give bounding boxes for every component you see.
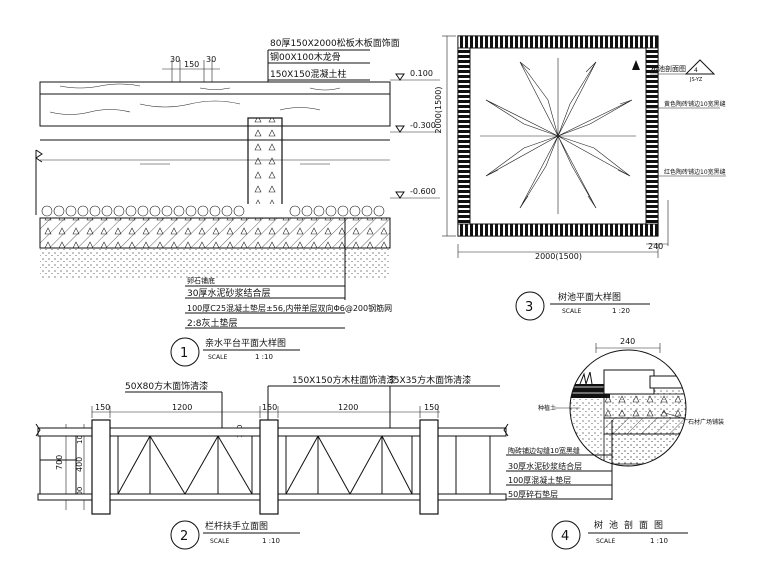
d2-dim-left-2: 100 xyxy=(76,487,84,500)
d1-level-2: -0.300 xyxy=(410,121,436,130)
section-marker-icon xyxy=(684,59,716,75)
d4-dim-top: 240 xyxy=(620,337,635,346)
detail-4-tree-pit-section: 240 种植土 石材广场铺装 陶砖铺边勾缝10宽黑缝 30厚水泥砂浆结合层 10… xyxy=(506,337,724,550)
d2-callout-1: 50X80方木面饰清漆 xyxy=(125,380,208,392)
detail-2-railing-elevation: 50X80方木面饰清漆 150X150方木柱面饰清漆 35X35方木面饰清漆 1… xyxy=(35,374,509,550)
d3-scale-label: SCALE xyxy=(562,308,581,315)
d3-number: 3 xyxy=(525,300,533,315)
d1-dim-2: 150 xyxy=(184,60,199,69)
d2-callout-2: 150X150方木柱面饰清漆 xyxy=(292,374,396,386)
d2-dim-top-3: 150 xyxy=(262,403,277,412)
d3-marker-bottom: JS-YZ xyxy=(689,77,703,83)
d3-title: 树池平面大样图 xyxy=(558,291,621,303)
d1-dim-3: 30 xyxy=(206,55,216,64)
d2-number: 2 xyxy=(180,529,188,544)
d4-label-soil: 种植土 xyxy=(538,404,556,412)
d4-layer-1: 陶砖铺边勾缝10宽黑缝 xyxy=(508,446,580,455)
d2-scale-label: SCALE xyxy=(210,538,229,545)
d2-dim-left-3: 400 xyxy=(75,457,84,472)
d1-levels: 0.100 -0.300 -0.600 xyxy=(390,69,440,199)
d1-layer-2: 30厚水泥砂浆结合层 xyxy=(187,287,270,299)
d1-number-circle xyxy=(170,337,200,367)
d1-dim-1: 30 xyxy=(170,55,180,64)
d1-callout-1: 80厚150X2000松板木板面饰面 xyxy=(270,37,400,49)
d3-scale-value: 1 :20 xyxy=(612,307,630,315)
d4-scale-value: 1 :10 xyxy=(650,537,668,545)
d3-number-circle xyxy=(515,291,545,321)
d4-label-paving: 石材广场铺装 xyxy=(688,418,724,426)
d2-callout-3: 35X35方木面饰清漆 xyxy=(388,374,471,386)
d4-layer-3: 100厚混凝土垫层 xyxy=(508,475,571,485)
detail-1-deck-section: 80厚150X2000松板木板面饰面 钢00X100木龙骨 150X150混凝土… xyxy=(35,37,440,367)
d2-dim-top-1: 150 xyxy=(95,403,110,412)
d2-dim-top-5: 150 xyxy=(424,403,439,412)
tree-canopy-icon xyxy=(480,58,636,214)
d3-label-red: 红色陶砖铺边10宽黑缝 xyxy=(664,168,726,176)
d2-dim-left-1: 700 xyxy=(55,455,64,470)
north-arrow-icon xyxy=(632,60,640,70)
d1-number: 1 xyxy=(180,346,188,361)
d1-layer-4: 2:8灰土垫层 xyxy=(187,317,238,329)
d4-title: 树池剖面图 xyxy=(594,519,669,531)
d1-layer-1: 卵石铺底 xyxy=(187,276,215,285)
d3-dim-small: 240 xyxy=(648,242,663,251)
d2-dim-top-2: 1200 xyxy=(172,403,192,412)
d2-title: 栏杆扶手立面图 xyxy=(205,520,268,532)
d3-dim-height: 2000(1500) xyxy=(434,87,443,134)
d1-level-3: -0.600 xyxy=(410,187,436,196)
d2-dim-left-4: 100 xyxy=(76,431,84,444)
d4-number-circle xyxy=(551,520,581,550)
d3-dim-width: 2000(1500) xyxy=(535,252,582,261)
d1-level-1: 0.100 xyxy=(410,69,433,78)
d4-number: 4 xyxy=(561,529,569,544)
d1-scale-value: 1 :10 xyxy=(255,353,273,361)
d4-layer-2: 30厚水泥砂浆结合层 xyxy=(508,461,582,471)
d2-number-circle xyxy=(170,520,200,550)
detail-3-tree-pit-plan: 2000(1500) 4 JS-YZ 树池剖面图 黄色陶砖铺边10宽黑缝 红色陶… xyxy=(434,35,726,321)
d1-title: 亲水平台平面大样图 xyxy=(205,337,286,349)
d1-callout-3: 150X150混凝土柱 xyxy=(270,68,347,80)
d3-marker-top: 4 xyxy=(694,67,698,74)
d1-callout-2: 钢00X100木龙骨 xyxy=(270,51,341,63)
d2-scale-value: 1 :10 xyxy=(262,537,280,545)
d1-pebble-layer xyxy=(40,204,390,218)
d1-layer-3: 100厚C25混凝土垫层±56,内带单层双向Φ6@200钢筋网 xyxy=(187,303,392,313)
d3-label-section: 树池剖面图 xyxy=(651,64,686,73)
d4-scale-label: SCALE xyxy=(596,538,615,545)
d4-layer-4: 50厚碎石垫层 xyxy=(508,489,558,499)
d1-scale-label: SCALE xyxy=(208,354,227,361)
d2-dim-top-4: 1200 xyxy=(338,403,358,412)
d3-label-yellow: 黄色陶砖铺边10宽黑缝 xyxy=(664,100,726,108)
